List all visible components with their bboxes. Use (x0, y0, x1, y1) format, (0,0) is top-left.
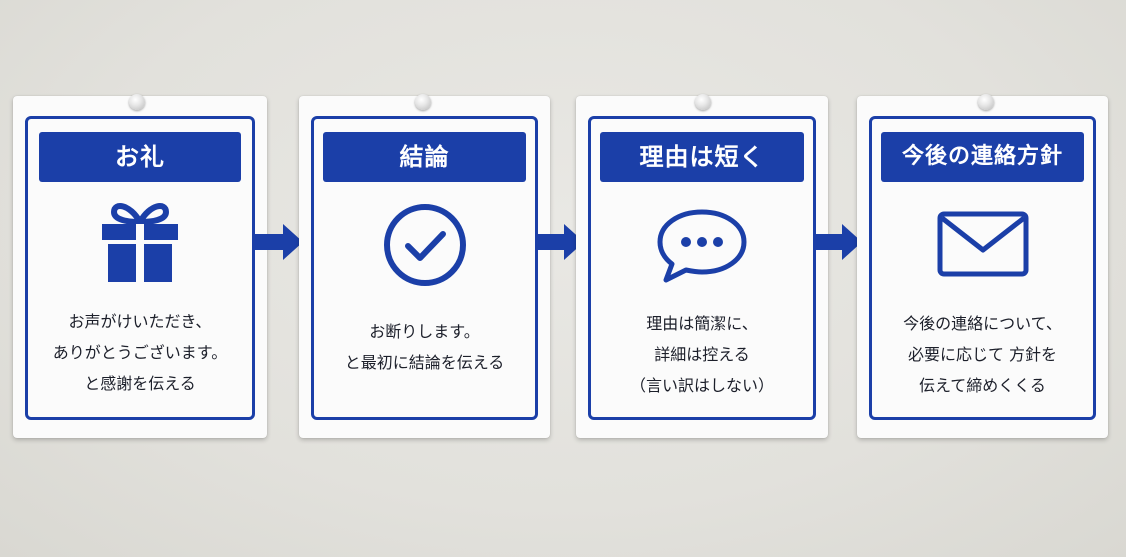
card-title: 今後の連絡方針 (881, 132, 1084, 182)
body-line: 理由は簡潔に、 (646, 314, 758, 333)
card-body: お声がけいただき、 ありがとうございます。 と感謝を伝える (13, 306, 267, 399)
envelope-icon (936, 210, 1030, 282)
card-conclusion: 結論 お断りします。 と最初に結論を伝える (299, 94, 550, 438)
pushpin-icon (415, 94, 431, 110)
card-title: お礼 (39, 132, 241, 182)
card-body: 理由は簡潔に、 詳細は控える （言い訳はしない） (576, 308, 828, 401)
card-frame (588, 116, 816, 420)
pushpin-icon (695, 94, 711, 110)
body-line: と最初に結論を伝える (344, 353, 505, 372)
pushpin-icon (129, 94, 145, 110)
card-future-contact: 今後の連絡方針 今後の連絡について、 必要に応じて 方針を 伝えて締めくくる (857, 94, 1108, 438)
body-line: 今後の連絡について、 (903, 314, 1062, 333)
card-frame (869, 116, 1096, 420)
card-body: 今後の連絡について、 必要に応じて 方針を 伝えて締めくくる (857, 308, 1108, 401)
body-line: 伝えて締めくくる (919, 376, 1046, 395)
body-line: と感謝を伝える (84, 374, 196, 393)
pushpin-icon (978, 94, 994, 110)
card-title: 結論 (323, 132, 526, 182)
card-frame (25, 116, 255, 420)
arrow-right-icon (536, 224, 584, 260)
body-line: 必要に応じて 方針を (907, 345, 1058, 364)
body-line: 詳細は控える (654, 345, 750, 364)
card-body: お断りします。 と最初に結論を伝える (299, 316, 550, 378)
arrow-right-icon (255, 224, 303, 260)
arrow-right-icon (814, 224, 862, 260)
body-line: お断りします。 (369, 322, 480, 341)
card-brief-reason: 理由は短く 理由は簡潔に、 詳細は控える （言い訳はしない） (576, 94, 828, 438)
body-line: ありがとうございます。 (52, 343, 228, 362)
card-title: 理由は短く (600, 132, 804, 182)
gift-icon (100, 198, 180, 288)
card-thanks: お礼 お声がけいただき、 ありがとうございます。 と感謝を伝える (13, 94, 267, 438)
body-line: お声がけいただき、 (68, 312, 212, 331)
speech-bubble-icon (654, 206, 750, 288)
card-frame (311, 116, 538, 420)
check-circle-icon (382, 202, 468, 292)
body-line: （言い訳はしない） (629, 376, 774, 395)
